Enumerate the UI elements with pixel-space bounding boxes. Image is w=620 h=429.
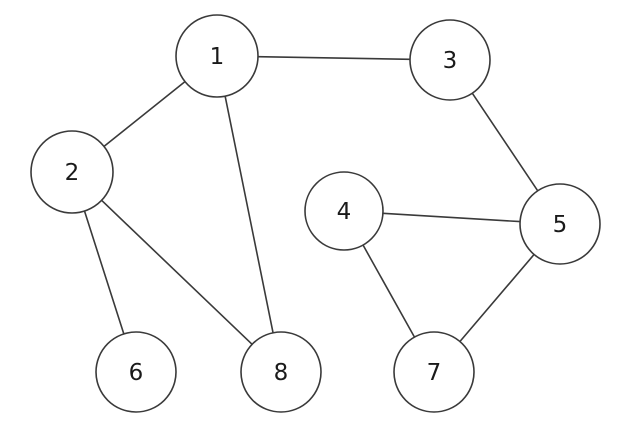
graph-node-circle-3[interactable] [409, 19, 491, 101]
graph-edge-4-5 [382, 212, 521, 223]
graph-node-label-2: 2 [65, 160, 80, 186]
graph-node-label-6: 6 [129, 360, 144, 386]
edge-layer [83, 55, 539, 346]
graph-node-3[interactable]: 3 [409, 19, 491, 101]
graph-node-1[interactable]: 1 [175, 14, 259, 98]
graph-node-4[interactable]: 4 [304, 171, 384, 251]
graph-node-circle-7[interactable] [393, 331, 475, 413]
graph-node-label-5: 5 [553, 212, 568, 238]
graph-edge-2-6 [83, 210, 125, 335]
graph-node-label-3: 3 [443, 48, 458, 74]
graph-node-7[interactable]: 7 [393, 331, 475, 413]
graph-node-circle-1[interactable] [175, 14, 259, 98]
graph-edge-3-5 [471, 92, 539, 192]
graph-node-circle-8[interactable] [240, 331, 322, 413]
graph-node-label-1: 1 [210, 44, 225, 70]
graph-edge-2-8 [100, 199, 253, 346]
graph-edge-1-2 [103, 80, 186, 148]
graph-edge-1-8 [224, 95, 274, 334]
graph-edge-4-7 [362, 244, 416, 338]
graph-edge-1-3 [257, 55, 411, 61]
graph-node-circle-2[interactable] [30, 130, 114, 214]
graph-node-8[interactable]: 8 [240, 331, 322, 413]
graph-node-6[interactable]: 6 [95, 331, 177, 413]
graph-node-circle-6[interactable] [95, 331, 177, 413]
node-layer: 1 2 3 4 5 6 7 8 [30, 14, 601, 413]
graph-edge-5-7 [459, 253, 535, 343]
graph-node-circle-5[interactable] [519, 183, 601, 265]
graph-node-label-4: 4 [337, 199, 352, 225]
graph-node-5[interactable]: 5 [519, 183, 601, 265]
graph-node-circle-4[interactable] [304, 171, 384, 251]
graph-node-label-7: 7 [427, 360, 442, 386]
graph-node-2[interactable]: 2 [30, 130, 114, 214]
graph-node-label-8: 8 [274, 360, 289, 386]
